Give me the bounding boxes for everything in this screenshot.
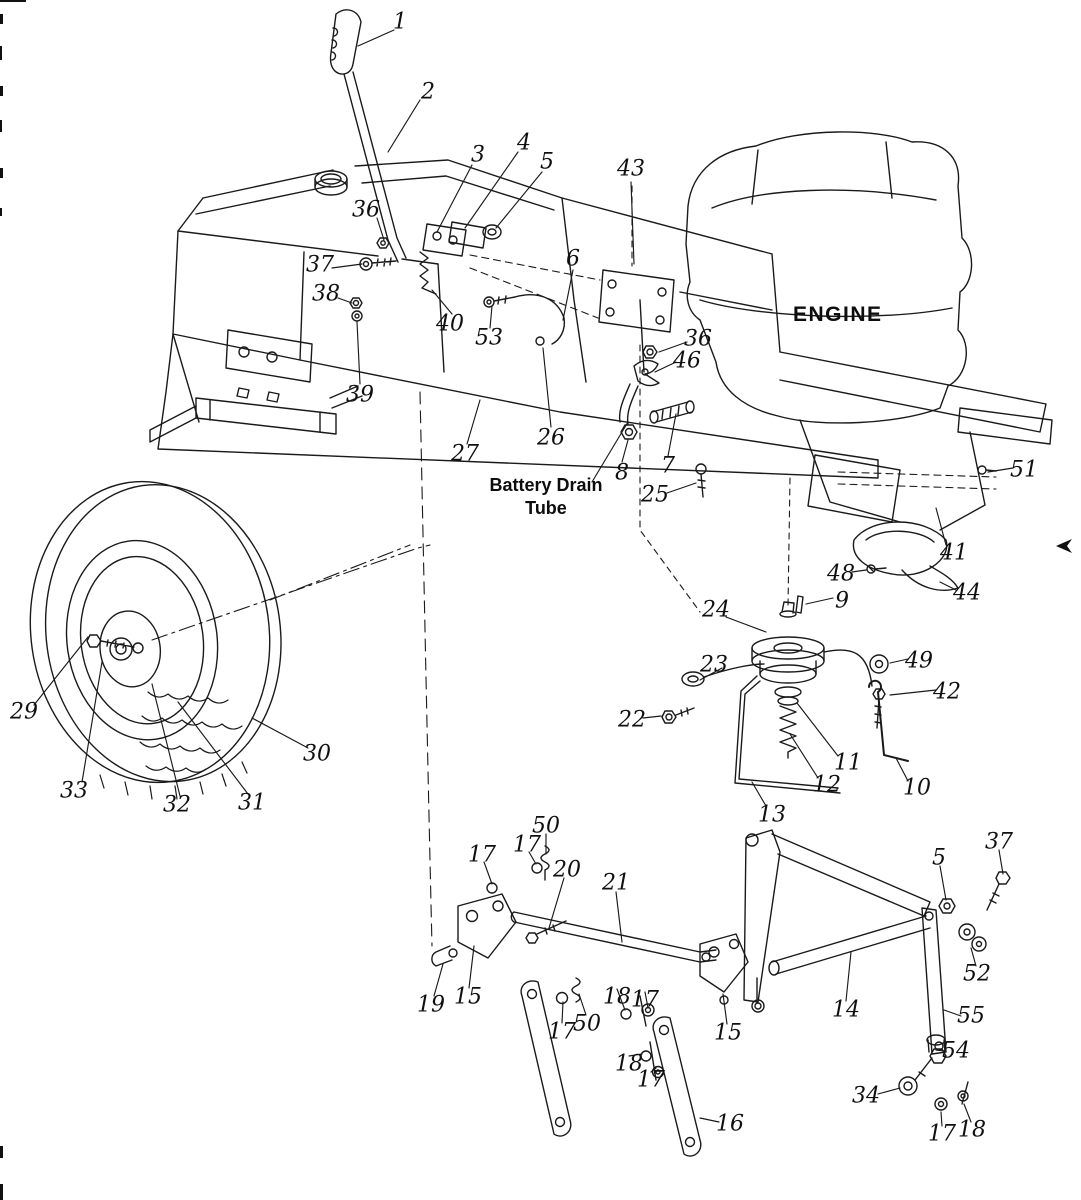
part-callout-39: 39: [346, 382, 374, 408]
shift-plate-and-hardware: [349, 221, 675, 387]
part-callout-13: 13: [758, 802, 786, 828]
part-callout-17c: 17: [548, 1019, 576, 1045]
part-callout-34: 34: [852, 1083, 880, 1109]
part-callout-38: 38: [312, 281, 340, 307]
part-callout-36: 36: [352, 197, 380, 223]
part-callout-17b: 17: [513, 832, 541, 858]
rear-bracket-and-chute: [795, 465, 997, 614]
idler-pulley-assembly: [661, 601, 909, 794]
control-lever: [329, 9, 407, 263]
part-callout-14: 14: [832, 997, 860, 1023]
part-callout-18b: 18: [615, 1051, 643, 1077]
part-callout-7: 7: [661, 453, 675, 479]
part-callout-48: 48: [827, 561, 855, 587]
part-callout-55: 55: [957, 1003, 985, 1029]
part-callout-12: 12: [813, 772, 841, 798]
part-callout-27: 27: [451, 441, 479, 467]
battery-label-line2: Tube: [525, 498, 567, 519]
part-callout-23: 23: [700, 652, 728, 678]
tire-tread: [99, 691, 248, 800]
part-callout-17a: 17: [468, 842, 496, 868]
leader-lines: [33, 29, 1014, 1127]
part-callout-50a: 50: [532, 813, 560, 839]
spring-50-lower: [571, 977, 581, 1003]
chute-tail-44: [901, 565, 959, 591]
part-callout-37: 37: [306, 252, 334, 278]
stray-arrow-mark: [1056, 539, 1072, 553]
part-callout-16: 16: [716, 1111, 744, 1137]
battery-drain-tube-label: Battery Drain Tube: [468, 474, 624, 521]
vertical-reference-line: [419, 391, 433, 947]
part-callout-52: 52: [963, 961, 991, 987]
part-callout-26: 26: [537, 425, 565, 451]
part-callout-18c: 18: [958, 1117, 986, 1143]
part-callout-40: 40: [436, 311, 464, 337]
part-callout-54: 54: [942, 1038, 970, 1064]
part-callout-43: 43: [617, 156, 645, 182]
spring-12: [779, 705, 797, 759]
part-callout-20: 20: [553, 857, 581, 883]
front-wheel: [29, 480, 282, 800]
spring-40: [419, 251, 437, 295]
part-callout-22: 22: [618, 707, 646, 733]
part-callout-31: 31: [238, 790, 266, 816]
part-callout-18a: 18: [603, 984, 631, 1010]
part-callout-2: 2: [421, 79, 435, 105]
battery-label-line1: Battery Drain: [489, 475, 603, 495]
part-callout-6: 6: [566, 246, 580, 272]
hood-and-frame: [149, 159, 1053, 531]
wire-bracket-13: [734, 675, 841, 794]
part-callout-37b: 37: [985, 829, 1013, 855]
part-callout-41: 41: [940, 540, 968, 566]
part-callout-3: 3: [471, 142, 485, 168]
part-callout-51: 51: [1010, 457, 1038, 483]
part-callout-33: 33: [60, 778, 88, 804]
battery-drain-tube-parts: [618, 383, 707, 498]
part-callout-36b: 36: [684, 326, 712, 352]
axle-centerline: [151, 544, 431, 641]
part-callout-44: 44: [953, 580, 981, 606]
part-callout-21: 21: [602, 870, 630, 896]
part-callout-53: 53: [475, 325, 503, 351]
part-callout-42: 42: [933, 679, 961, 705]
part-callout-24: 24: [702, 597, 730, 623]
part-callout-17f: 17: [928, 1121, 956, 1147]
link-rod-21: [510, 911, 701, 963]
link-55: [921, 907, 947, 1055]
part-callout-50b: 50: [573, 1011, 601, 1037]
rod-14: [771, 915, 931, 975]
part-callout-32: 32: [163, 792, 191, 818]
part-callout-1: 1: [393, 9, 407, 35]
part-callout-9: 9: [835, 588, 849, 614]
part-callout-19: 19: [417, 992, 445, 1018]
part-callout-29: 29: [10, 699, 38, 725]
part-callout-25: 25: [641, 482, 669, 508]
axle-bolt-33: [86, 634, 102, 648]
engine-label: ENGINE: [793, 303, 883, 326]
spring-50-upper: [540, 845, 550, 881]
part-callout-5b: 5: [932, 845, 946, 871]
rod-10: [867, 679, 909, 762]
part-callout-15a: 15: [454, 984, 482, 1010]
part-callout-49: 49: [905, 648, 933, 674]
hanger-strap-right: [652, 1016, 702, 1157]
part-callout-15b: 15: [714, 1020, 742, 1046]
part-callout-5: 5: [540, 149, 554, 175]
lift-linkage-assembly: [431, 829, 1011, 1157]
part-callout-11: 11: [834, 750, 862, 776]
hanger-strap-left: [520, 980, 572, 1137]
part-callout-8: 8: [615, 460, 629, 486]
part-callout-4: 4: [517, 130, 531, 156]
part-callout-17e: 17: [637, 1067, 665, 1093]
part-callout-30: 30: [303, 741, 331, 767]
engine-outline: [685, 131, 973, 424]
part-callout-46: 46: [673, 348, 701, 374]
part-callout-10: 10: [903, 775, 931, 801]
part-callout-17d: 17: [631, 987, 659, 1013]
pin-9: [795, 595, 804, 614]
